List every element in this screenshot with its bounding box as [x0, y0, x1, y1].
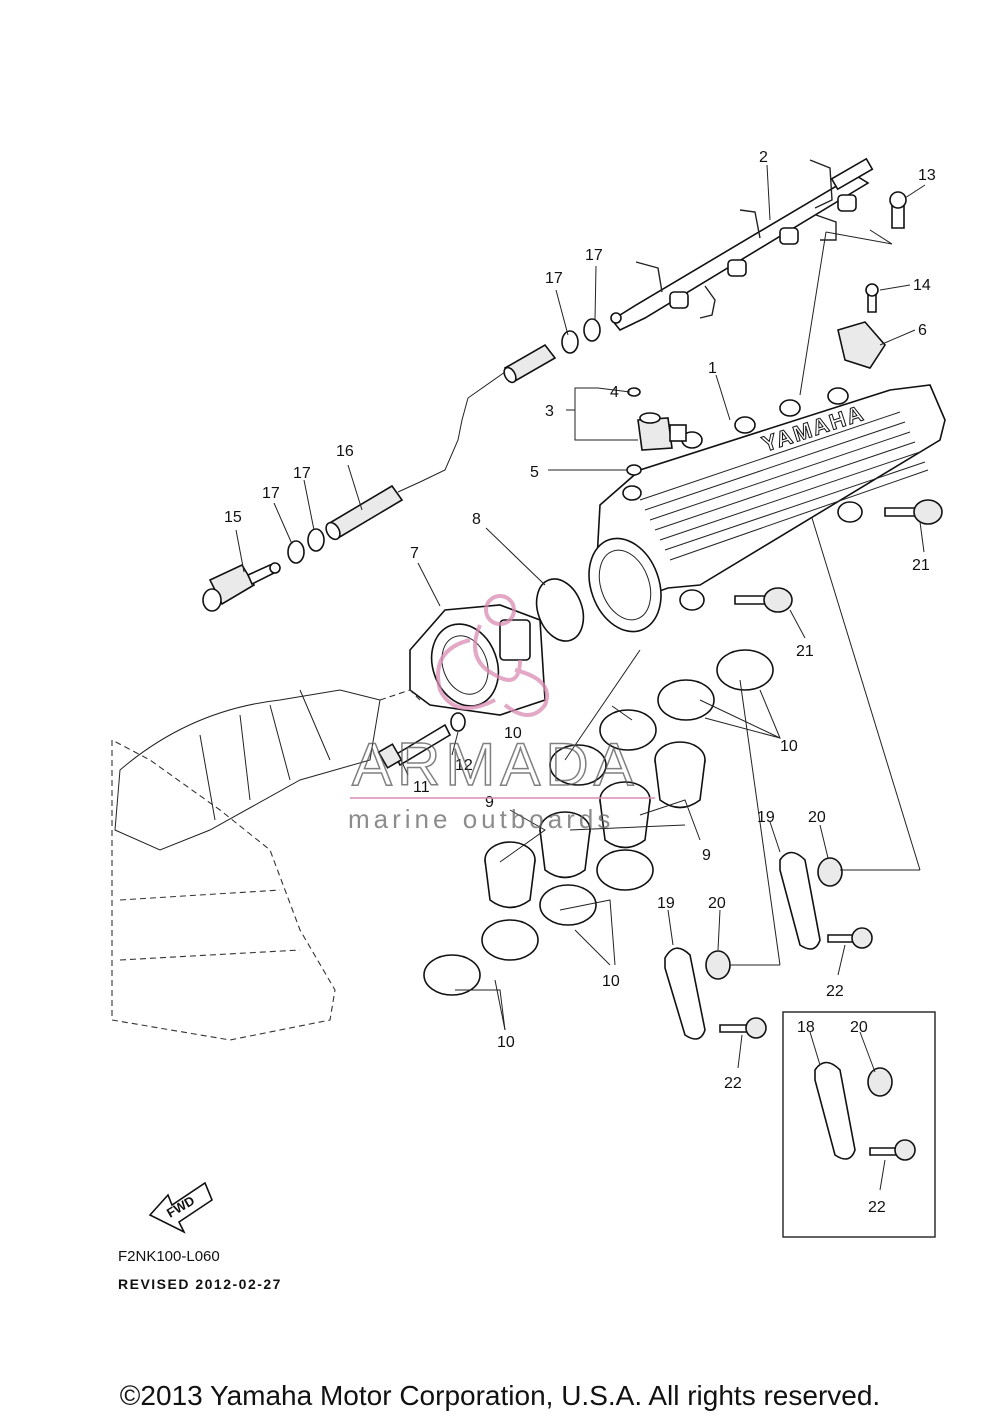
callout-10c: 10 — [602, 973, 620, 990]
callout-22c: 22 — [868, 1199, 886, 1216]
watermark-brand: ARMADA — [352, 731, 639, 798]
copyright-notice: ©2013 Yamaha Motor Corporation, U.S.A. A… — [119, 1380, 881, 1411]
hose-clamps — [287, 318, 601, 564]
callout-4: 4 — [610, 384, 619, 401]
callout-20a: 20 — [808, 809, 826, 826]
callout-17d: 17 — [262, 485, 280, 502]
callout-12: 12 — [455, 757, 473, 774]
callout-10b: 10 — [504, 725, 522, 742]
sensor-part — [202, 562, 281, 612]
sensor-and-bolts — [837, 191, 907, 369]
callout-6: 6 — [918, 322, 927, 339]
callout-22b: 22 — [724, 1075, 742, 1092]
revised-date: REVISED 2012-02-27 — [118, 1276, 282, 1292]
callout-labels: 2 13 14 6 1 17 17 4 3 5 16 17 17 15 8 7 … — [224, 149, 936, 1216]
fuel-hose — [325, 343, 557, 541]
callout-17c: 17 — [293, 465, 311, 482]
watermark-logo: ARMADA marine outboards — [348, 594, 655, 834]
callout-2: 2 — [759, 149, 768, 166]
callout-17a: 17 — [545, 270, 563, 287]
callout-20c: 20 — [850, 1019, 868, 1036]
watermark-sub: marine outboards — [348, 804, 614, 834]
callout-20b: 20 — [708, 895, 726, 912]
callout-18: 18 — [797, 1019, 815, 1036]
callout-16: 16 — [336, 443, 354, 460]
hose-clamps-10 — [423, 649, 774, 996]
bolts-21 — [734, 499, 943, 613]
callout-10d: 10 — [497, 1034, 515, 1051]
callout-1: 1 — [708, 360, 717, 377]
callout-22a: 22 — [826, 983, 844, 1000]
callout-21a: 21 — [912, 557, 930, 574]
leader-lines — [235, 164, 926, 1191]
fuel-rail — [610, 157, 874, 331]
callout-21b: 21 — [796, 643, 814, 660]
callout-3: 3 — [545, 403, 554, 420]
callout-7: 7 — [410, 545, 419, 562]
gasket — [535, 578, 585, 642]
callout-5: 5 — [530, 464, 539, 481]
airbox — [111, 689, 421, 1041]
callout-19b: 19 — [657, 895, 675, 912]
callout-15: 15 — [224, 509, 242, 526]
callout-17b: 17 — [585, 247, 603, 264]
detail-box — [782, 1011, 936, 1238]
bolt-and-washer — [377, 712, 466, 769]
intake-manifold: YAMAHA — [588, 384, 946, 633]
callout-9b: 9 — [702, 847, 711, 864]
callout-11: 11 — [413, 779, 430, 796]
callout-9a: 9 — [485, 794, 494, 811]
brackets — [664, 851, 916, 1161]
callout-8: 8 — [472, 511, 481, 528]
callout-19a: 19 — [757, 809, 775, 826]
callout-10a: 10 — [780, 738, 798, 755]
diagram-code: F2NK100-L060 — [118, 1248, 220, 1265]
callout-13: 13 — [918, 167, 936, 184]
intake-boots — [484, 741, 706, 909]
callout-14: 14 — [913, 277, 931, 294]
fuel-injector — [626, 387, 687, 476]
fwd-arrow: FWD — [148, 1181, 213, 1234]
